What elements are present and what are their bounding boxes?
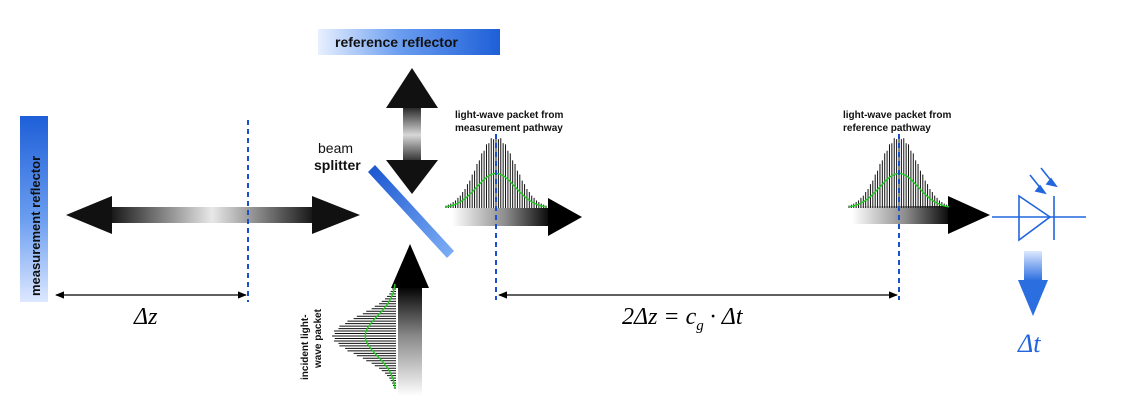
measurement-wave-packet: [445, 136, 547, 208]
packet-reference-label-1: light-wave packet from: [843, 110, 951, 121]
reference-reflector: [318, 29, 500, 55]
beam-splitter-label-1: beam: [318, 140, 353, 156]
packet-reference-label-2: reference pathway: [843, 123, 931, 134]
reference-arm-double-arrow: [386, 68, 438, 194]
photodiode-icon: [992, 167, 1086, 242]
packet-measurement-label-2: measurement pathway: [455, 123, 563, 134]
delta-z-label: Δz: [133, 304, 158, 330]
beam-splitter: [368, 165, 454, 258]
measurement-reflector: [20, 116, 48, 302]
output-beam-arrow-2: [852, 196, 990, 234]
path-relation-label: 2Δz = cg · Δt: [622, 304, 744, 334]
incident-beam-arrow: [391, 244, 429, 396]
measurement-arm-double-arrow: [66, 196, 360, 234]
detector-output-arrow: [1018, 251, 1048, 316]
measurement-reflector-label: measurement reflector: [28, 156, 43, 296]
incident-wave-packet: [332, 283, 396, 389]
beam-splitter-label-2: splitter: [314, 157, 361, 173]
reference-wave-packet: [848, 136, 950, 208]
packet-measurement-label-1: light-wave packet from: [455, 110, 563, 121]
output-beam-arrow-1: [452, 198, 582, 236]
delta-t-label: Δt: [1017, 329, 1041, 358]
incident-label-1: incident light-: [300, 314, 311, 380]
reference-reflector-label: reference reflector: [335, 34, 459, 50]
incident-label-2: wave packet: [313, 308, 324, 369]
